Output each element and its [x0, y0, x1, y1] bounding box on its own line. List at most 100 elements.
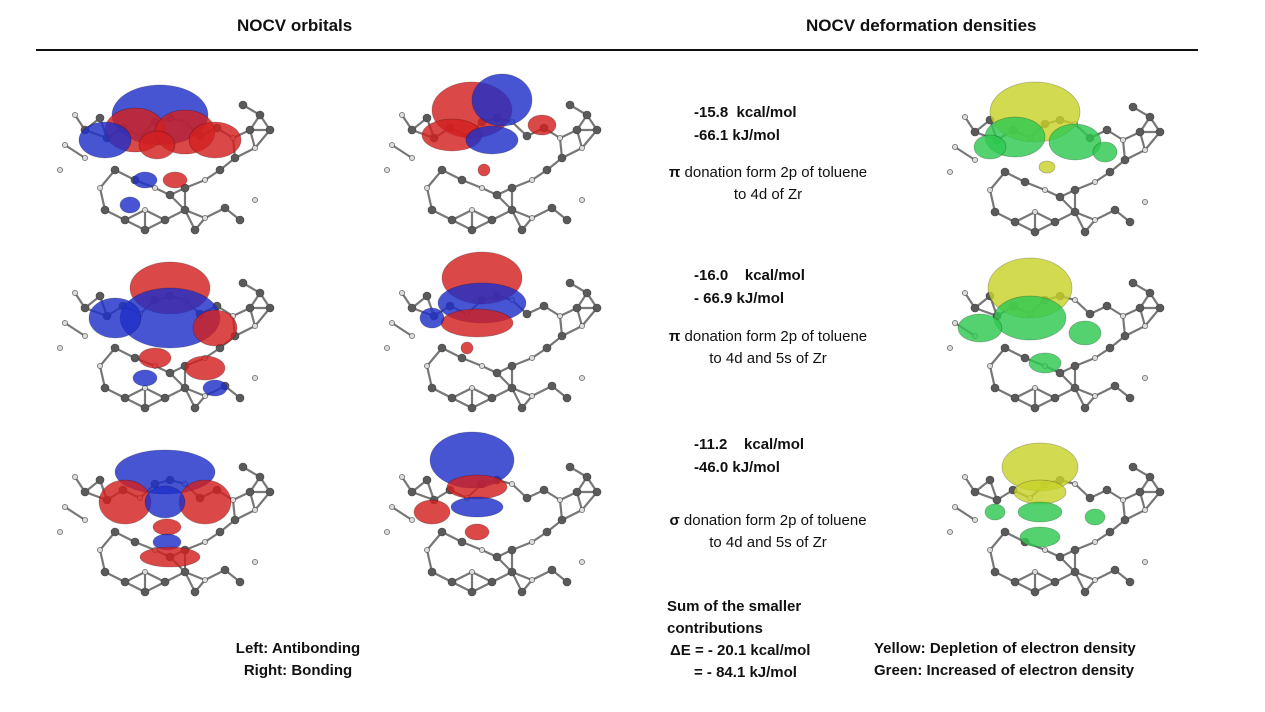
isosurface-lobe — [1038, 160, 1056, 174]
hydrogen-atom — [252, 559, 258, 565]
hydrogen-atom — [952, 504, 958, 510]
desc-line2-3: to 4d and 5s of Zr — [709, 534, 827, 551]
deformation-density-2 — [935, 248, 1165, 418]
hydrogen-atom — [399, 112, 405, 118]
carbon-atom — [990, 567, 1000, 577]
energy-kj-3: -46.0 kJ/mol — [694, 459, 780, 476]
carbon-atom — [215, 527, 225, 537]
header-divider — [36, 49, 1198, 51]
hydrogen-atom — [97, 547, 103, 553]
carbon-atom — [160, 577, 170, 587]
carbon-atom — [1050, 393, 1060, 403]
carbon-atom — [547, 381, 557, 391]
hydrogen-atom — [1142, 147, 1148, 153]
carbon-atom — [422, 475, 432, 485]
hydrogen-atom — [529, 355, 535, 361]
carbon-atom — [582, 288, 592, 298]
hydrogen-atom — [557, 497, 563, 503]
energy-block-3: -11.2 kcal/mol -46.0 kJ/mol — [694, 433, 804, 479]
hydrogen-atom — [72, 112, 78, 118]
carbon-atom — [970, 127, 980, 137]
isosurface-lobe — [984, 503, 1006, 521]
carbon-atom — [427, 383, 437, 393]
carbon-atom — [487, 577, 497, 587]
orbital-legend: Left: Antibonding Right: Bonding — [197, 638, 399, 682]
carbon-atom — [1110, 381, 1120, 391]
carbon-atom — [245, 487, 255, 497]
carbon-atom — [1010, 577, 1020, 587]
carbon-atom — [1102, 485, 1112, 495]
hydrogen-atom — [962, 290, 968, 296]
isosurface-lobe — [119, 196, 141, 214]
carbon-atom — [1080, 587, 1090, 597]
carbon-atom — [565, 100, 575, 110]
hydrogen-atom — [1142, 559, 1148, 565]
hydrogen-atom — [72, 474, 78, 480]
hydrogen-atom — [252, 507, 258, 513]
carbon-atom — [1020, 353, 1030, 363]
carbon-atom — [1135, 303, 1145, 313]
carbon-atom — [970, 303, 980, 313]
deformation-density-1 — [935, 72, 1165, 242]
carbon-atom — [238, 100, 248, 110]
carbon-atom — [1105, 167, 1115, 177]
hydrogen-atom — [97, 363, 103, 369]
carbon-atom — [467, 587, 477, 597]
hydrogen-atom — [202, 177, 208, 183]
carbon-atom — [1070, 567, 1080, 577]
carbon-atom — [120, 215, 130, 225]
carbon-atom — [517, 403, 527, 413]
carbon-atom — [230, 153, 240, 163]
energy-kcal-2: -16.0 kcal/mol — [694, 267, 805, 284]
isosurface-lobe — [477, 163, 491, 177]
carbon-atom — [1055, 192, 1065, 202]
carbon-atom — [539, 301, 549, 311]
carbon-atom — [1135, 487, 1145, 497]
hydrogen-atom — [57, 529, 63, 535]
carbon-atom — [1128, 462, 1138, 472]
carbon-atom — [235, 215, 245, 225]
hydrogen-atom — [987, 363, 993, 369]
carbon-atom — [492, 552, 502, 562]
hydrogen-atom — [389, 504, 395, 510]
carbon-atom — [542, 343, 552, 353]
energy-kj-2: - 66.9 kJ/mol — [694, 290, 785, 307]
sum-contributions: Sum of the smaller contributions ΔE = - … — [667, 596, 810, 684]
carbon-atom — [522, 493, 532, 503]
hydrogen-atom — [1042, 547, 1048, 553]
carbon-atom — [1155, 127, 1165, 137]
carbon-atom — [562, 393, 572, 403]
carbon-atom — [238, 278, 248, 288]
carbon-atom — [517, 587, 527, 597]
molecule-rendering — [384, 73, 602, 235]
carbon-atom — [542, 165, 552, 175]
carbon-atom — [255, 288, 265, 298]
hydrogen-atom — [202, 539, 208, 545]
hydrogen-atom — [384, 529, 390, 535]
isosurface-lobe — [957, 313, 1003, 343]
carbon-atom — [572, 125, 582, 135]
carbon-atom — [1020, 177, 1030, 187]
carbon-atom — [542, 527, 552, 537]
carbon-atom — [992, 495, 1002, 505]
bond — [64, 144, 86, 159]
carbon-atom — [140, 225, 150, 235]
donation-description-2: π donation form 2p of toluene to 4d and … — [638, 326, 898, 370]
hydrogen-atom — [1032, 569, 1038, 575]
hydrogen-atom — [469, 569, 475, 575]
hydrogen-atom — [252, 323, 258, 329]
carbon-atom — [1070, 361, 1080, 371]
carbon-atom — [487, 215, 497, 225]
hydrogen-atom — [62, 142, 68, 148]
isosurface-lobe — [138, 347, 172, 369]
carbon-atom — [457, 175, 467, 185]
hydrogen-atom — [1142, 323, 1148, 329]
carbon-atom — [1125, 393, 1135, 403]
carbon-atom — [517, 225, 527, 235]
hydrogen-atom — [409, 155, 415, 161]
orbital-antibonding-3 — [45, 432, 275, 602]
isosurface-lobe — [450, 496, 504, 518]
hydrogen-atom — [1032, 209, 1038, 215]
bond — [391, 322, 413, 337]
hydrogen-atom — [202, 393, 208, 399]
